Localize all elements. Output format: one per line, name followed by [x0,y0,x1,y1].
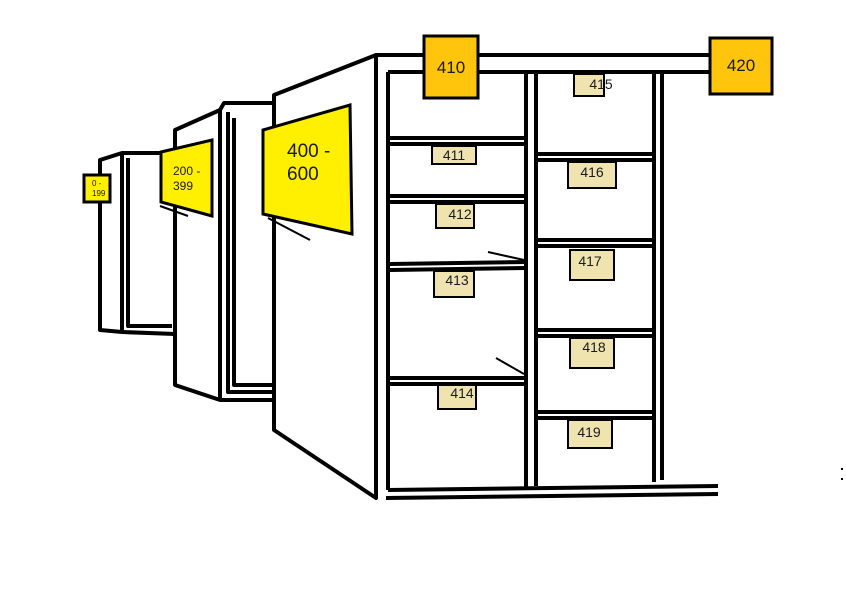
shelf-label-412-text: 412 [448,206,472,222]
shelf-label-415: 415 [573,73,613,97]
range-sign-0-199-line1: 0 - [92,179,102,188]
shelf-unit-far [98,151,176,336]
shelf-label-414: 414 [437,384,477,410]
range-sign-0-199: 0 - 199 [82,173,112,204]
range-sign-400-600-line2: 600 [287,164,319,185]
range-sign-200-399-line2: 399 [173,179,193,193]
stray-marks [841,468,843,480]
header-label-410: 410 [422,34,480,100]
pointer-lines [159,205,525,375]
range-sign-400-600-line1: 400 - [287,141,330,162]
shelf-label-413-text: 413 [445,272,469,288]
shelf-label-411: 411 [431,145,477,165]
range-sign-200-399: 200 - 399 [159,138,214,218]
shelf-label-416: 416 [567,161,617,189]
shelf-label-412: 412 [435,203,475,229]
range-sign-400-600: 400 - 600 [261,103,354,236]
range-sign-200-399-line1: 200 - [173,164,200,178]
shelf-label-414-text: 414 [450,385,474,401]
shelf-label-413: 413 [433,270,475,298]
shelf-label-418-text: 418 [582,339,606,355]
header-label-410-text: 410 [437,58,465,77]
shelf-label-417: 417 [569,249,615,281]
shelf-label-419: 419 [567,419,613,449]
header-label-420-text: 420 [727,56,755,75]
range-sign-0-199-line2: 199 [92,189,106,198]
header-label-420: 420 [708,36,774,96]
shelf-unit-middle [173,101,274,402]
shelf-label-415-text: 415 [589,76,613,92]
shelf-label-418: 418 [569,337,615,369]
shelf-label-417-text: 417 [578,253,602,269]
shelf-label-416-text: 416 [580,164,604,180]
shelf-label-411-text: 411 [443,147,466,163]
shelf-label-419-text: 419 [577,424,601,440]
